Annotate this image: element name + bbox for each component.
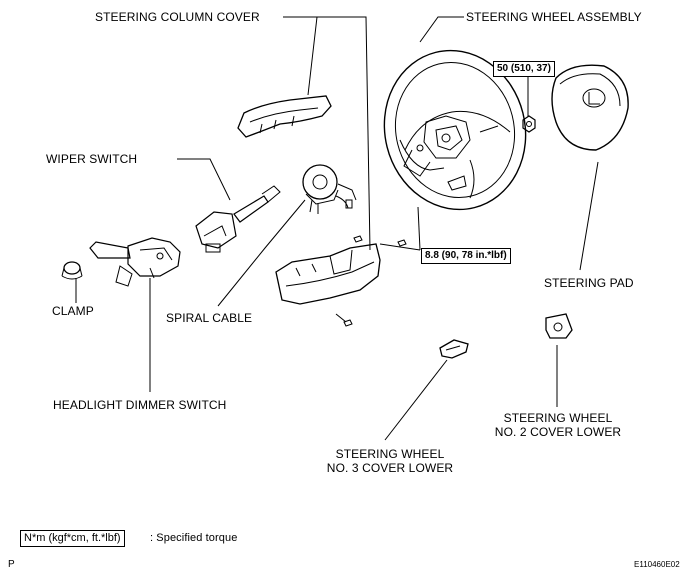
steering-column-cover-lower: [275, 243, 381, 305]
steering-pad: [551, 64, 629, 151]
label-no2-cover-lower: STEERING WHEEL NO. 2 COVER LOWER: [484, 411, 632, 439]
label-no3-line1: STEERING WHEEL: [335, 447, 445, 461]
leader-steering-wheel-assembly: [419, 16, 464, 43]
wiper-switch: [195, 185, 281, 253]
legend-torque-unit: N*m (kgf*cm, ft.*lbf): [20, 530, 125, 547]
steering-column-cover-upper: [237, 95, 332, 138]
steering-wheel-nut: [522, 115, 536, 133]
label-no3-line2: NO. 3 COVER LOWER: [326, 461, 454, 475]
leader-torque-screw: [417, 206, 421, 251]
label-headlight-dimmer-switch: HEADLIGHT DIMMER SWITCH: [53, 398, 227, 412]
no3-cover-lower-part: [439, 339, 469, 359]
torque-callout-nut: 50 (510, 37): [493, 61, 555, 77]
leader-steering-column-cover-2: [317, 16, 371, 251]
figure-code: E110460E02: [634, 560, 680, 569]
leader-no3-cover-lower: [384, 359, 448, 441]
leader-spiral-cable: [217, 199, 306, 307]
clamp-part: [61, 261, 83, 280]
label-clamp: CLAMP: [52, 304, 94, 318]
label-no3-cover-lower: STEERING WHEEL NO. 3 COVER LOWER: [316, 447, 464, 475]
legend-description: : Specified torque: [150, 532, 238, 544]
leader-torque-screw-2: [379, 243, 421, 251]
headlight-dimmer-switch: [89, 237, 181, 287]
steering-wheel-assembly: [383, 49, 527, 211]
leader-steering-pad: [579, 161, 599, 271]
label-steering-column-cover: STEERING COLUMN COVER: [95, 10, 260, 24]
no2-cover-lower-part: [545, 313, 573, 339]
label-steering-wheel-assembly: STEERING WHEEL ASSEMBLY: [466, 10, 642, 24]
label-no2-line1: STEERING WHEEL: [503, 411, 613, 425]
leader-wiper-switch: [177, 158, 231, 201]
cover-screws: [335, 235, 407, 327]
torque-callout-screw: 8.8 (90, 78 in.*lbf): [421, 248, 511, 264]
label-wiper-switch: WIPER SWITCH: [46, 152, 138, 166]
leader-steering-column-cover: [283, 16, 318, 96]
spiral-cable: [302, 164, 357, 214]
label-steering-pad: STEERING PAD: [544, 276, 634, 290]
label-no2-line2: NO. 2 COVER LOWER: [494, 425, 622, 439]
label-spiral-cable: SPIRAL CABLE: [166, 311, 253, 325]
corner-letter: P: [8, 559, 15, 570]
